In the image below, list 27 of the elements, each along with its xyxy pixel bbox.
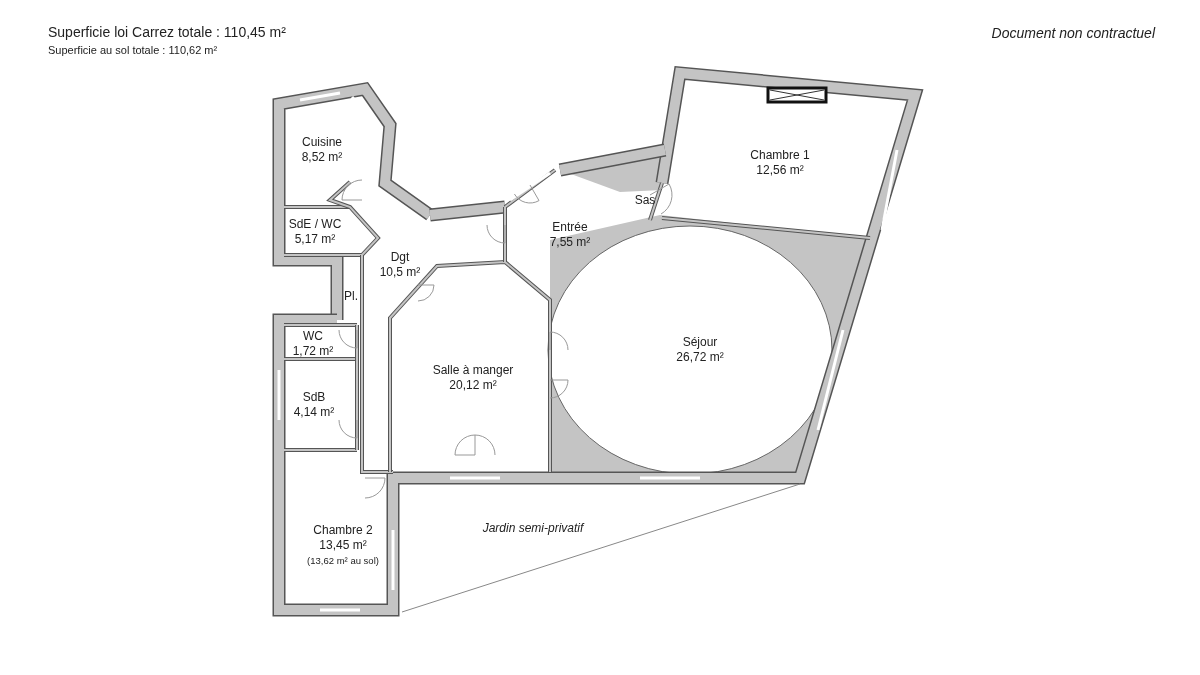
- room-name: Chambre 2: [312, 522, 374, 538]
- room-name: Chambre 1: [750, 148, 810, 163]
- room-name: SdB: [301, 390, 327, 405]
- room-name: Sas: [634, 192, 656, 208]
- room-area: 7,55 m²: [549, 235, 591, 250]
- room-area: 8,52 m²: [301, 150, 343, 165]
- room-area: 13,45 m²: [307, 537, 379, 553]
- room-area: 12,56 m²: [750, 163, 810, 178]
- room-area: 26,72 m²: [676, 350, 724, 365]
- room-name: Dgt: [389, 250, 411, 265]
- area-summary: Superficie au sol totale : 110,62 m²: [48, 44, 218, 56]
- floor-area-note: (13,62 m² au sol): [307, 553, 379, 568]
- room-name: Salle à manger: [432, 363, 514, 378]
- room-area: 20,12 m²: [432, 378, 514, 393]
- area-summary: Superficie loi Carrez totale : 110,45 m²: [48, 24, 286, 40]
- disclaimer-note: Document non contractuel: [991, 25, 1155, 41]
- room-name: Jardin semi-privatif: [482, 520, 584, 536]
- room-name: Entrée: [551, 220, 589, 235]
- room-name: SdE / WC: [288, 217, 342, 232]
- room-name: Pl.: [344, 288, 358, 304]
- room-area: 5,17 m²: [288, 232, 342, 247]
- room-name: Cuisine: [301, 135, 343, 150]
- room-name: WC: [302, 329, 324, 344]
- room-area: 1,72 m²: [292, 344, 334, 359]
- room-area: 10,5 m²: [379, 265, 421, 280]
- room-name: Séjour: [681, 335, 719, 350]
- room-area: 4,14 m²: [293, 405, 335, 420]
